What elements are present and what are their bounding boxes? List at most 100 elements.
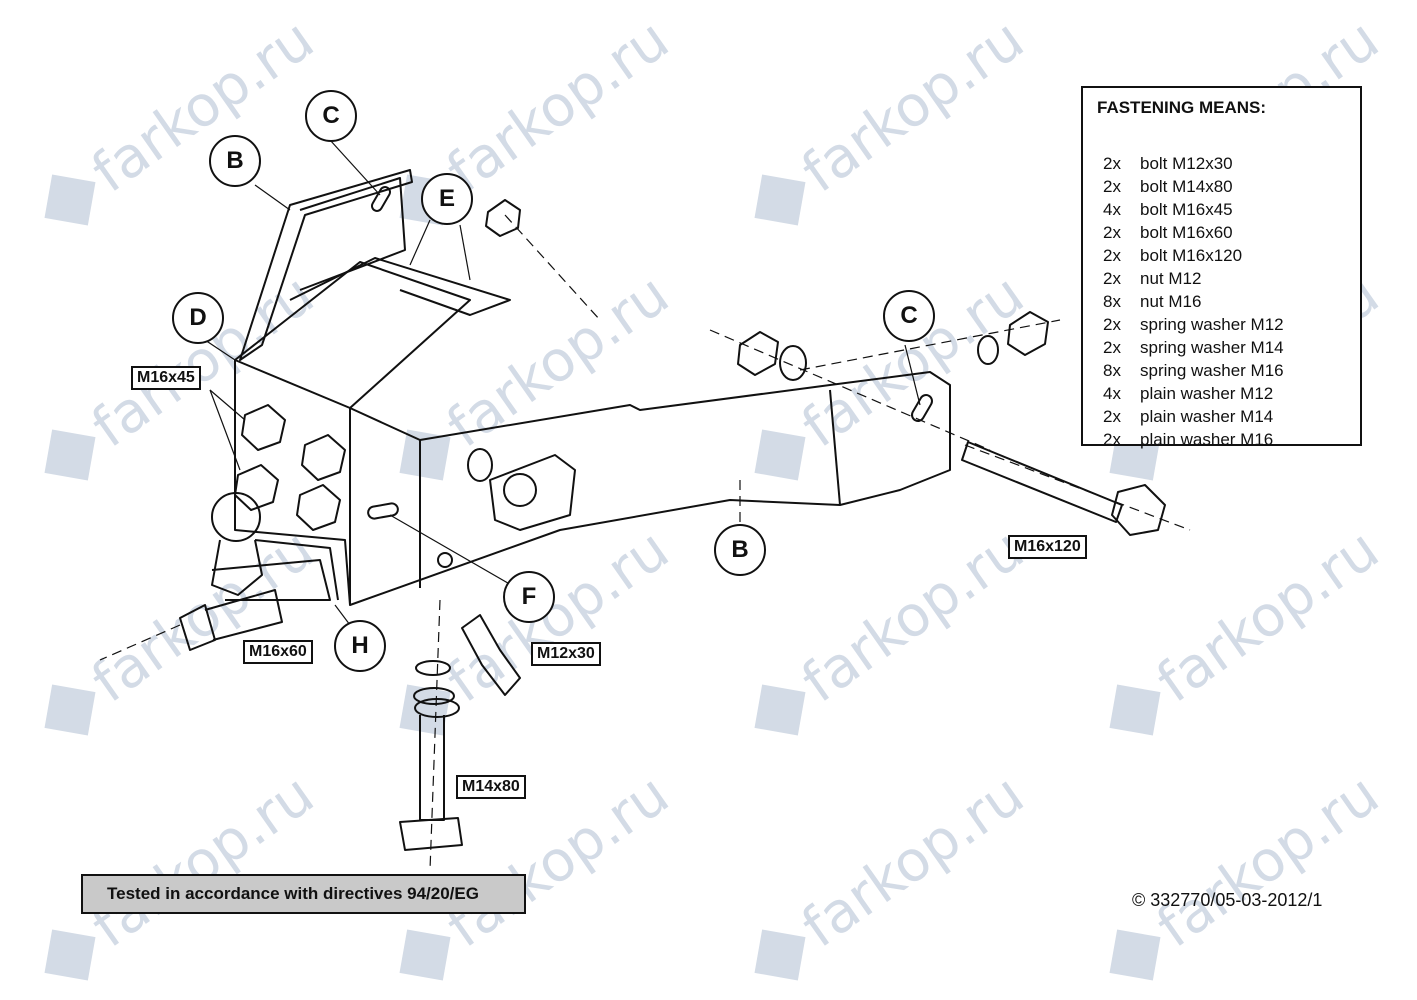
watermark-mark: farkop.ru <box>754 517 1036 736</box>
frame-drawing <box>179 169 1166 851</box>
watermark-logo-icon <box>399 684 451 736</box>
fastening-item: 2x bolt M12x30 <box>1097 152 1346 175</box>
part-label-f: F <box>503 571 555 623</box>
fastening-means-title: FASTENING MEANS: <box>1097 98 1267 117</box>
fastening-item-qty: 8x <box>1103 361 1121 380</box>
watermark-text: farkop.ru <box>1146 517 1391 716</box>
bolt-m16x60 <box>179 589 283 651</box>
fastening-item-qty: 4x <box>1103 384 1121 403</box>
bolt-tag-m14x80: M14x80 <box>456 775 526 799</box>
fastening-item-qty: 2x <box>1103 338 1121 357</box>
fastening-item-qty: 2x <box>1103 246 1121 265</box>
fastening-item: 2x plain washer M14 <box>1097 405 1346 428</box>
fastening-item-qty: 4x <box>1103 200 1121 219</box>
socket-plate <box>489 454 576 531</box>
fastening-item: 2x bolt M16x60 <box>1097 221 1346 244</box>
watermark-text: farkop.ru <box>81 7 326 206</box>
fastening-item-qty: 2x <box>1103 430 1121 449</box>
part-label-e: E <box>421 173 473 225</box>
watermark-text: farkop.ru <box>1146 762 1391 961</box>
watermark-mark: farkop.ru <box>754 7 1036 226</box>
assembly-lines <box>99 214 1191 871</box>
watermark-logo-icon <box>754 929 806 981</box>
part-label-h: H <box>334 620 386 672</box>
fastening-item: 4x plain washer M12 <box>1097 382 1346 405</box>
bolt-m14x80 <box>399 660 463 851</box>
fastening-item-name: spring washer M12 <box>1140 315 1284 334</box>
directive-note: Tested in accordance with directives 94/… <box>81 874 526 914</box>
watermark-logo-icon <box>44 174 96 226</box>
watermark-logo-icon <box>754 684 806 736</box>
fastening-means-list: 2x bolt M12x30 2x bolt M14x80 4x bolt M16x45 2… <box>1097 152 1346 451</box>
fastening-item-name: bolt M16x45 <box>1140 200 1233 219</box>
watermark-logo-icon <box>399 429 451 481</box>
leader-lines <box>204 139 921 626</box>
fastening-item-qty: 2x <box>1103 269 1121 288</box>
watermark-logo-icon <box>44 684 96 736</box>
fastening-item-name: nut M16 <box>1140 292 1202 311</box>
watermark-text: farkop.ru <box>81 762 326 961</box>
bolt-m16x120 <box>961 441 1166 536</box>
fastening-item-qty: 2x <box>1103 407 1121 426</box>
watermark-mark: farkop.ru <box>754 762 1036 981</box>
fastening-item-name: bolt M14x80 <box>1140 177 1233 196</box>
watermark-mark: farkop.ru <box>399 517 681 736</box>
fastening-item-name: plain washer M14 <box>1140 407 1274 426</box>
fastening-item: 2x plain washer M16 <box>1097 428 1346 451</box>
watermark-text: farkop.ru <box>791 762 1036 961</box>
watermark-mark: farkop.ru <box>1109 517 1391 736</box>
bolt-tag-m12x30: M12x30 <box>531 642 601 666</box>
part-label-d: D <box>172 292 224 344</box>
watermark-mark: farkop.ru <box>754 262 1036 481</box>
watermark-logo-icon <box>44 429 96 481</box>
plate-e <box>289 257 511 316</box>
fastening-item: 2x spring washer M12 <box>1097 313 1346 336</box>
watermark-logo-icon <box>399 929 451 981</box>
fastening-item-name: spring washer M14 <box>1140 338 1284 357</box>
fastening-item: 2x bolt M16x120 <box>1097 244 1346 267</box>
fastening-item-qty: 2x <box>1103 177 1121 196</box>
fastening-item: 8x nut M16 <box>1097 290 1346 313</box>
fastening-item: 8x spring washer M16 <box>1097 359 1346 382</box>
fastening-means-box: FASTENING MEANS: 2x bolt M12x30 2x bolt M14… <box>1081 86 1362 449</box>
bolt-tag-m16x120: M16x120 <box>1008 535 1087 559</box>
watermark-text: farkop.ru <box>436 7 681 206</box>
watermark-mark: farkop.ru <box>1109 762 1391 981</box>
bolt-tag-m16x60: M16x60 <box>243 640 313 664</box>
fastening-item-qty: 8x <box>1103 292 1121 311</box>
fastening-item: 2x spring washer M14 <box>1097 336 1346 359</box>
bolt-m12x30 <box>461 614 521 696</box>
fastening-item: 4x bolt M16x45 <box>1097 198 1346 221</box>
fastening-item: 2x nut M12 <box>1097 267 1346 290</box>
part-label-b: B <box>209 135 261 187</box>
fastening-item-name: bolt M16x60 <box>1140 223 1233 242</box>
tow-ball <box>211 492 261 542</box>
part-label-c: C <box>305 90 357 142</box>
watermark-logo-icon <box>1109 929 1161 981</box>
watermark-logo-icon <box>754 174 806 226</box>
bolt-tag-m16x45: M16x45 <box>131 366 201 390</box>
watermark-logo-icon <box>44 929 96 981</box>
fastening-item-name: nut M12 <box>1140 269 1202 288</box>
bolt-heads <box>234 404 346 531</box>
part-label-b-lower: B <box>714 524 766 576</box>
watermark-logo-icon <box>1109 684 1161 736</box>
watermark-logo-icon <box>754 429 806 481</box>
watermark-text: farkop.ru <box>791 517 1036 716</box>
fastening-item-name: bolt M16x120 <box>1140 246 1243 265</box>
fastening-item: 2x bolt M14x80 <box>1097 175 1346 198</box>
part-label-c-right: C <box>883 290 935 342</box>
watermark-mark: farkop.ru <box>44 7 326 226</box>
fastening-item-name: spring washer M16 <box>1140 361 1284 380</box>
copyright-text: © 332770/05-03-2012/1 <box>1132 890 1323 910</box>
fastening-item-qty: 2x <box>1103 154 1121 173</box>
watermark-mark: farkop.ru <box>44 517 326 736</box>
fastening-item-qty: 2x <box>1103 315 1121 334</box>
nut-m16 <box>737 331 779 376</box>
watermark-text: farkop.ru <box>81 517 326 716</box>
fastening-item-name: plain washer M12 <box>1140 384 1274 403</box>
fastening-item-name: plain washer M16 <box>1140 430 1274 449</box>
fastening-item-qty: 2x <box>1103 223 1121 242</box>
bracket-b <box>239 169 413 361</box>
fastening-item-name: bolt M12x30 <box>1140 154 1233 173</box>
